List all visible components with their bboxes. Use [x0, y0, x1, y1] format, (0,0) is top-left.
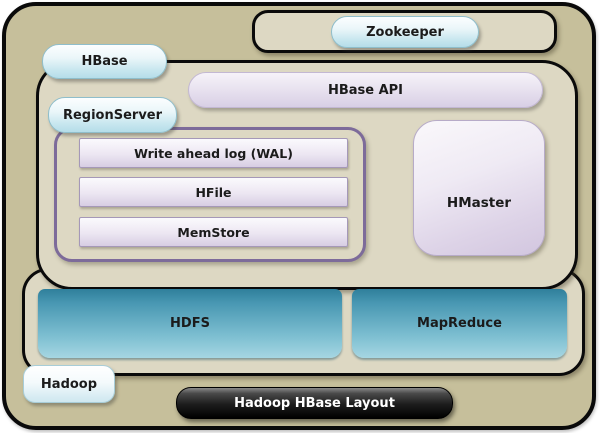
mapreduce-label: MapReduce	[417, 316, 502, 331]
hbase-api-pill: HBase API	[188, 72, 543, 108]
hadoop-label: Hadoop	[40, 376, 98, 392]
hdfs-label: HDFS	[170, 316, 210, 331]
hbase-pill: HBase	[42, 44, 167, 79]
diagram-title: Hadoop HBase Layout	[234, 395, 395, 411]
hdfs-box: HDFS	[38, 289, 342, 358]
hbase-label: HBase	[81, 54, 128, 69]
wal-label: Write ahead log (WAL)	[134, 145, 293, 161]
zookeeper-pill: Zookeeper	[331, 16, 479, 48]
zookeeper-label: Zookeeper	[366, 24, 444, 40]
hfile-bar: HFile	[79, 177, 348, 207]
hmaster-box: HMaster	[413, 120, 545, 256]
memstore-bar: MemStore	[79, 217, 348, 247]
hbase-api-label: HBase API	[327, 82, 404, 98]
hfile-label: HFile	[195, 184, 232, 200]
mapreduce-box: MapReduce	[352, 289, 567, 358]
hadoop-pill: Hadoop	[23, 365, 115, 403]
memstore-label: MemStore	[177, 224, 250, 240]
hmaster-label: HMaster	[446, 195, 512, 211]
regionserver-label: RegionServer	[62, 107, 163, 123]
regionserver-pill: RegionServer	[48, 97, 177, 133]
diagram-title-bar: Hadoop HBase Layout	[176, 387, 453, 419]
wal-bar: Write ahead log (WAL)	[79, 138, 348, 168]
